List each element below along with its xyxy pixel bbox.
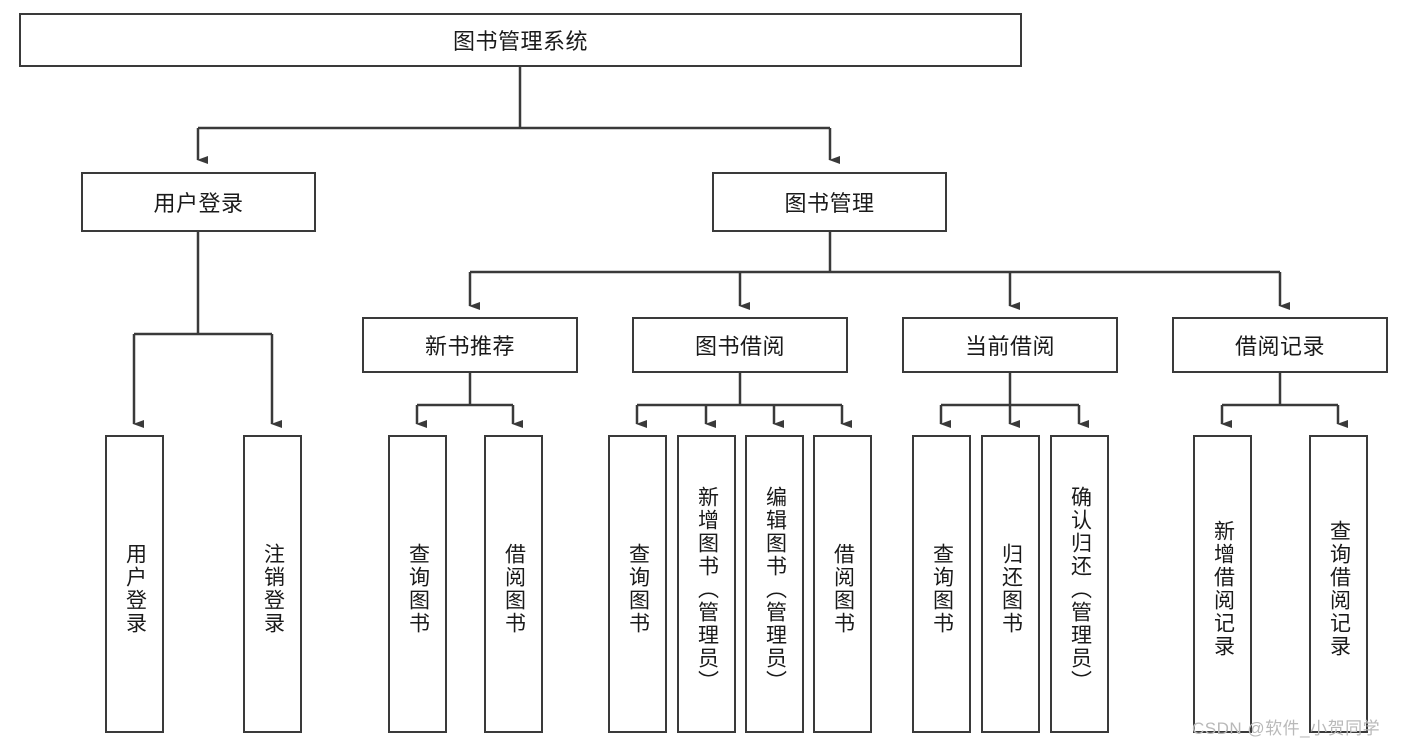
node-label: 借阅记录 bbox=[1234, 334, 1325, 359]
node-label: 图书管理 bbox=[784, 191, 875, 216]
leaf-recommend-query-book[interactable]: 查询图书 bbox=[388, 435, 447, 733]
node-label: 查询图书 bbox=[930, 543, 954, 635]
node-label: 归还图书 bbox=[999, 543, 1023, 635]
leaf-current-confirm-return[interactable]: 确认归还（管理员） bbox=[1050, 435, 1109, 733]
leaf-recommend-borrow-book[interactable]: 借阅图书 bbox=[484, 435, 543, 733]
node-label: 查询图书 bbox=[406, 543, 430, 635]
node-label: 图书管理系统 bbox=[452, 29, 588, 54]
leaf-borrow-add-book[interactable]: 新增图书（管理员） bbox=[677, 435, 736, 733]
node-label: 借阅图书 bbox=[831, 543, 855, 635]
node-label: 用户登录 bbox=[123, 543, 147, 635]
leaf-borrow-borrow-book[interactable]: 借阅图书 bbox=[813, 435, 872, 733]
leaf-user-login-login[interactable]: 用户登录 bbox=[105, 435, 164, 733]
node-label: 用户登录 bbox=[153, 191, 244, 216]
node-new-book-recommend[interactable]: 新书推荐 bbox=[362, 317, 578, 373]
csdn-watermark: CSDN @软件_小贺同学 bbox=[1192, 719, 1381, 738]
node-label: 新书推荐 bbox=[424, 334, 515, 359]
node-label: 注销登录 bbox=[261, 543, 285, 635]
node-book-borrow[interactable]: 图书借阅 bbox=[632, 317, 848, 373]
leaf-borrow-edit-book[interactable]: 编辑图书（管理员） bbox=[745, 435, 804, 733]
node-book-management[interactable]: 图书管理 bbox=[712, 172, 947, 232]
leaf-record-add-record[interactable]: 新增借阅记录 bbox=[1193, 435, 1252, 733]
node-user-login[interactable]: 用户登录 bbox=[81, 172, 316, 232]
node-label: 图书借阅 bbox=[694, 334, 785, 359]
node-current-borrow[interactable]: 当前借阅 bbox=[902, 317, 1118, 373]
node-label: 确认归还（管理员） bbox=[1068, 485, 1092, 693]
leaf-current-return-book[interactable]: 归还图书 bbox=[981, 435, 1040, 733]
node-label: 借阅图书 bbox=[502, 543, 526, 635]
node-label: 查询图书 bbox=[626, 543, 650, 635]
leaf-current-query-book[interactable]: 查询图书 bbox=[912, 435, 971, 733]
leaf-borrow-query-book[interactable]: 查询图书 bbox=[608, 435, 667, 733]
node-label: 当前借阅 bbox=[964, 334, 1055, 359]
node-root-system[interactable]: 图书管理系统 bbox=[19, 13, 1022, 67]
leaf-record-query-record[interactable]: 查询借阅记录 bbox=[1309, 435, 1368, 733]
leaf-user-login-logout[interactable]: 注销登录 bbox=[243, 435, 302, 733]
node-label: 新增图书（管理员） bbox=[695, 485, 719, 693]
node-label: 新增借阅记录 bbox=[1211, 520, 1235, 658]
node-borrow-record[interactable]: 借阅记录 bbox=[1172, 317, 1388, 373]
node-label: 查询借阅记录 bbox=[1327, 520, 1351, 658]
node-label: 编辑图书（管理员） bbox=[763, 485, 787, 693]
